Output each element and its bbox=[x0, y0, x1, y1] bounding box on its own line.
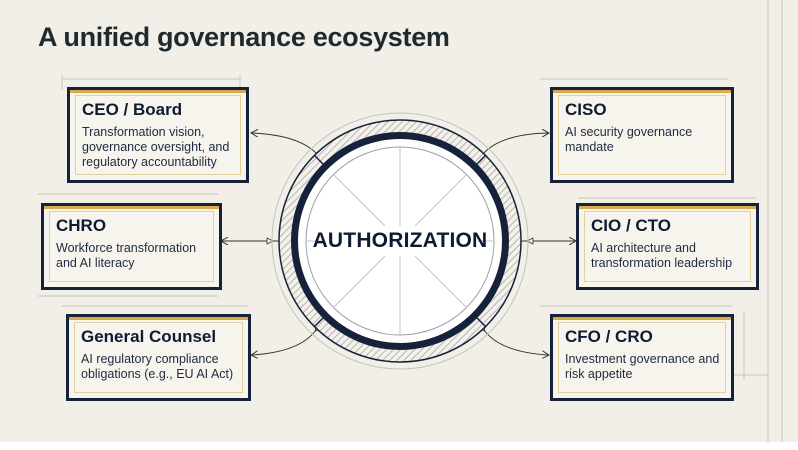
stakeholder-box-chro: CHRO Workforce transformation and AI lit… bbox=[41, 203, 222, 290]
stakeholder-description: Workforce transformation and AI literacy bbox=[56, 241, 197, 270]
stakeholder-heading: CIO / CTO bbox=[591, 216, 671, 235]
stakeholder-box-ceo-board: CEO / Board Transformation vision, gover… bbox=[67, 87, 249, 183]
stakeholder-box-general-counsel: General Counsel AI regulatory compliance… bbox=[66, 314, 251, 401]
bottom-band bbox=[0, 442, 798, 450]
connector-cfo-cro bbox=[484, 330, 548, 355]
stakeholder-box-ciso: CISO AI security governance mandate bbox=[550, 87, 734, 183]
connector-general-counsel bbox=[252, 330, 316, 355]
stakeholder-description: AI architecture and transformation leade… bbox=[591, 241, 733, 270]
stakeholder-heading: CHRO bbox=[56, 216, 107, 235]
stakeholder-description: Investment governance and risk appetite bbox=[565, 352, 720, 381]
stakeholder-heading: CISO bbox=[565, 100, 607, 119]
page-title: A unified governance ecosystem bbox=[38, 22, 450, 52]
connector-ciso bbox=[482, 133, 548, 155]
hub-ticks bbox=[266, 237, 534, 245]
stakeholder-box-cio-cto: CIO / CTO AI architecture and transforma… bbox=[576, 203, 759, 290]
stakeholder-description: AI security governance mandate bbox=[565, 125, 693, 154]
stakeholder-heading: CFO / CRO bbox=[565, 327, 653, 346]
stakeholder-box-cfo-cro: CFO / CRO Investment governance and risk… bbox=[550, 314, 734, 401]
stakeholder-description: Transformation vision, governance oversi… bbox=[82, 125, 230, 169]
stakeholder-heading: General Counsel bbox=[81, 327, 217, 346]
authorization-hub bbox=[271, 112, 529, 370]
stakeholder-description: AI regulatory compliance obligations (e.… bbox=[81, 352, 234, 381]
stakeholder-heading: CEO / Board bbox=[82, 100, 183, 119]
hub-label: AUTHORIZATION bbox=[312, 229, 488, 252]
guide-lines bbox=[38, 0, 783, 442]
connector-ceo-board bbox=[252, 133, 318, 155]
